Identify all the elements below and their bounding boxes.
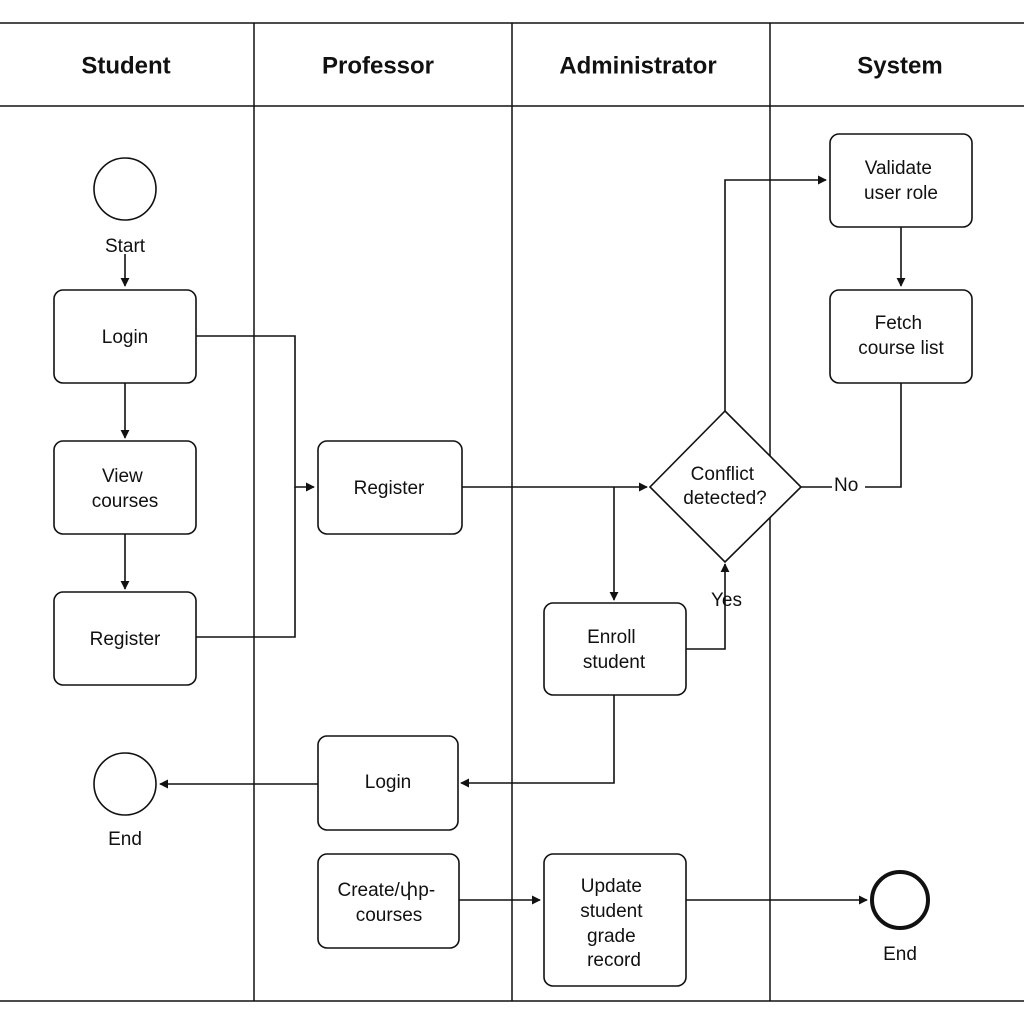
student-login-text: Login	[102, 327, 149, 348]
lane-title-administrator: Administrator	[559, 52, 716, 79]
professor-login-text: Login	[365, 772, 412, 793]
edge-enroll-to-conflict-yes	[686, 563, 730, 650]
validate-role-box: Validate user role	[829, 133, 973, 228]
lane-title-student: Student	[81, 52, 170, 79]
professor-register-box: Register	[317, 440, 463, 535]
edge-register-to-professor-register	[196, 487, 296, 638]
student-register-box: Register	[53, 591, 197, 686]
fetch-courses-box: Fetch course list	[829, 289, 973, 384]
flow-edges	[120, 175, 906, 905]
edge-login-to-professor-register	[196, 335, 315, 492]
conflict-decision: Conflict detected?	[648, 409, 803, 564]
create-courses-text: Create/փp- courses	[338, 880, 441, 926]
enroll-student-box: Enroll student	[543, 602, 687, 696]
system-end-node	[870, 870, 930, 930]
student-end-label: End	[108, 829, 142, 850]
edge-label-yes: Yes	[711, 590, 742, 611]
start-node	[93, 157, 157, 221]
edge-label-no: No	[834, 475, 858, 496]
lane-title-professor: Professor	[322, 52, 434, 79]
fetch-courses-text: Fetch course list	[858, 313, 944, 359]
update-grade-text: Update student grade record	[580, 876, 648, 971]
view-courses-box: View courses	[53, 440, 197, 535]
enroll-student-text: Enroll student	[583, 627, 646, 673]
professor-login-box: Login	[317, 735, 459, 831]
view-courses-text: View courses	[92, 466, 159, 512]
professor-register-text: Register	[354, 478, 425, 499]
system-end-label: End	[883, 944, 917, 965]
conflict-decision-text: Conflict detected?	[683, 464, 766, 509]
lane-title-system: System	[857, 52, 942, 79]
edge-conflict-to-validate	[724, 175, 827, 411]
student-login-box: Login	[53, 289, 197, 384]
create-courses-box: Create/փp- courses	[317, 853, 460, 949]
edge-enroll-to-professor-login	[460, 695, 615, 788]
start-label: Start	[105, 236, 146, 257]
update-grade-box: Update student grade record	[543, 853, 687, 987]
student-register-text: Register	[90, 629, 161, 650]
validate-role-text: Validate user role	[864, 158, 938, 204]
student-end-node	[93, 752, 157, 816]
edge-fetch-to-conflict-no	[865, 383, 902, 488]
